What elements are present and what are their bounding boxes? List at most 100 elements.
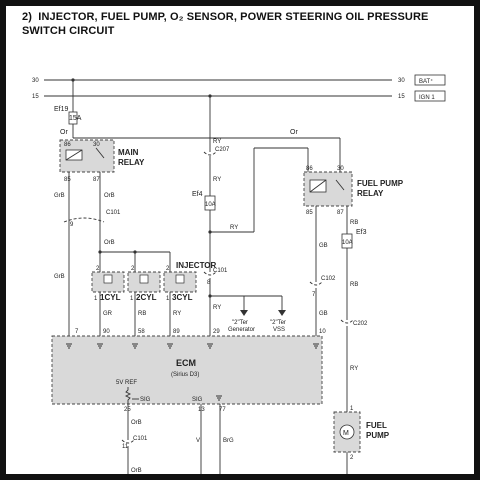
ecm-ref-resistor [124,387,132,404]
injector-1cyl-label: 1CYL [100,293,121,302]
wire-orb-d: OrB [131,468,142,474]
fp-relay-label-1: FUEL PUMP [357,179,404,188]
main-relay-pin-85: 85 [64,177,71,183]
wire-or-top: Or [290,129,298,136]
vss-label-2: VSS [273,327,285,333]
wire-grb-a: GrB [54,193,65,199]
wire-ry-top: RY [213,139,221,145]
inj2-pin-1: 1 [130,296,134,302]
injector-2cyl-coil [139,274,149,284]
inj2-pin-2: 2 [131,266,135,272]
fp-relay-pin-30: 30 [337,166,344,172]
ecm-pin-90: 90 [103,329,110,335]
injector-label: INJECTOR [176,261,217,270]
ecm-sig-b: SIG [192,397,203,403]
fuel-pump-motor-label: M [343,430,349,437]
wire-gr: GR [103,311,113,317]
main-relay-label-1: MAIN [118,148,139,157]
ecm-pin-58: 58 [138,329,145,335]
ecm-box [51,335,323,405]
wire-orb-b: OrB [104,240,115,246]
bat-bus-junction [71,78,75,82]
wire-brg: BrG [223,438,234,444]
c207-label: C207 [215,147,230,153]
fp-relay-pin-85: 85 [306,210,313,216]
wire-ry-c101: RY [213,305,221,311]
c101-c-label: C101 [133,436,148,442]
ef19-name: Ef19 [54,106,69,113]
wire-ry-pump: RY [350,366,358,372]
fuel-pump-motor-icon [339,424,355,440]
wire-gb-b: GB [319,311,328,317]
wire-rb-inj: RB [138,311,146,317]
ign-bus-right-num: 15 [398,94,405,100]
ign-tag-box [414,90,446,102]
title-number: 2) [22,11,32,23]
injector-3cyl-label: 3CYL [172,293,193,302]
c101-bottom-connector [121,439,135,444]
ecm-pin-13: 13 [198,407,205,413]
fuel-pump-pin-1: 1 [350,406,354,412]
connector-pin-8: 8 [207,280,211,286]
ecm-5v-ref: 5V REF [116,380,137,386]
fuel-pump-pin-2: 2 [350,455,354,461]
wire-ry-fuse: RY [230,225,238,231]
ef4-name: Ef4 [192,191,203,198]
inj3-pin-2: 2 [166,266,170,272]
ecm-sig-a: SIG [140,397,151,403]
bat-bus-right-num: 30 [398,78,405,84]
ign-bus-junction [208,94,212,98]
ecm-pin-77: 77 [219,407,226,413]
wire-ry-inj: RY [173,311,181,317]
c102-connector [309,281,323,286]
inj1-pin-2: 2 [96,266,100,272]
main-relay-pin-87: 87 [93,177,100,183]
ef4-rating: 10A [205,202,216,208]
ecm-sub-label: (Sirius D3) [171,372,199,378]
main-relay-label-2: RELAY [118,158,145,167]
wire-gb-a: GB [319,243,328,249]
ecm-internal-grounds [66,343,319,349]
fp-relay-pin-86: 86 [306,166,313,172]
ecm-pin-10: 10 [319,329,326,335]
ef3-name: Ef3 [356,229,367,236]
ecm-pin-29: 29 [213,329,220,335]
wire-rb-a: RB [350,220,358,226]
c202-label: C202 [353,321,368,327]
main-relay-pin-30: 30 [93,142,100,148]
vss-label-1: "2"Ter [270,320,286,326]
ign-tag: IGN 1 [419,95,435,101]
c101-b-label: C101 [213,268,228,274]
page-title: 2) INJECTOR, FUEL PUMP, O₂ SENSOR, POWER… [22,10,468,38]
wire-grb-b: GrB [54,274,65,280]
generator-arrow [240,310,248,316]
fuel-pump-label-2: PUMP [366,431,390,440]
injector-3cyl-coil [175,274,185,284]
bat-tag: BAT⁺ [419,78,433,85]
fp-relay-switch [335,179,345,191]
connector-pin-7: 7 [312,292,316,298]
ecm-pin-89: 89 [173,329,180,335]
main-relay-pin-86: 86 [64,142,71,148]
wire-orb-c: OrB [131,420,142,426]
c102-label: C102 [321,276,336,282]
fp-relay-pin-87: 87 [337,210,344,216]
vss-arrow [278,310,286,316]
wire-v: V [196,438,200,444]
inj3-pin-1: 1 [166,296,170,302]
inj1-pin-1: 1 [94,296,98,302]
c101-main-connector [63,217,105,223]
fp-relay-coil-mark [309,179,327,193]
main-relay-coil-mark [65,149,83,161]
wire-ry-mid: RY [213,177,221,183]
ecm-ground-77 [216,395,222,401]
c101-mid-connector [203,271,217,276]
ef19-rating: 15A [69,115,82,122]
c202-connector [340,319,354,324]
ecm-pin-7: 7 [75,329,79,335]
c207-connector [203,151,217,156]
title-text: INJECTOR, FUEL PUMP, O₂ SENSOR, POWER ST… [22,11,429,37]
connector-pin-9: 9 [70,222,74,228]
wire-or-left: Or [60,129,68,136]
